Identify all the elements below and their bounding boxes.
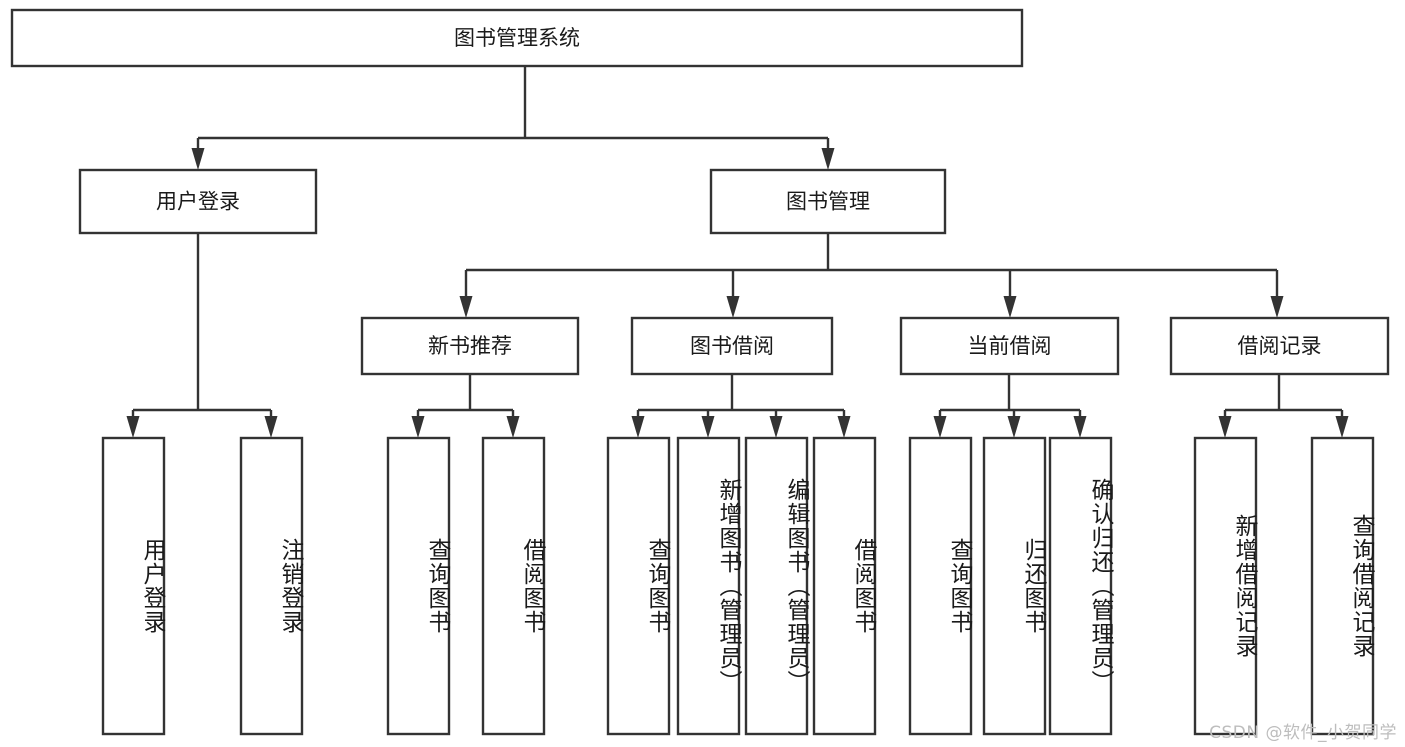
node-box-book-manage[interactable] <box>709 168 947 235</box>
connector-book-manage <box>459 233 1284 318</box>
arrow-head-icon <box>769 416 783 438</box>
arrow-head-icon <box>506 416 520 438</box>
node-box-borrow-record[interactable] <box>1169 316 1390 376</box>
node-box-leaf-user-login[interactable] <box>101 436 166 736</box>
node-box-leaf-add-book[interactable] <box>676 436 741 736</box>
watermark: CSDN @软件_小贺同学 <box>1209 723 1397 743</box>
arrow-head-icon <box>459 296 473 318</box>
node-label-user-login: 用户登录 <box>156 190 240 214</box>
node-box-root[interactable] <box>10 8 1024 68</box>
node-box-leaf-confirm-return[interactable] <box>1048 436 1113 736</box>
node-label-current-borrow: 当前借阅 <box>968 334 1052 358</box>
arrow-head-icon <box>726 296 740 318</box>
node-box-leaf-query-book-recommend[interactable] <box>386 436 451 736</box>
arrow-head-icon <box>191 148 205 170</box>
connector-user-login <box>126 233 278 438</box>
arrow-head-icon <box>701 416 715 438</box>
arrow-head-icon <box>1007 416 1021 438</box>
arrow-head-icon <box>264 416 278 438</box>
connector-root <box>191 66 835 170</box>
connector-layer <box>126 66 1349 438</box>
node-label-borrow-record: 借阅记录 <box>1238 334 1322 358</box>
arrow-head-icon <box>933 416 947 438</box>
arrow-head-icon <box>821 148 835 170</box>
arrow-head-icon <box>1335 416 1349 438</box>
connector-book-borrow <box>631 374 851 438</box>
node-label-book-manage: 图书管理 <box>786 190 870 214</box>
node-label-book-borrow: 图书借阅 <box>690 334 774 358</box>
node-box-leaf-query-book-current[interactable] <box>908 436 973 736</box>
connector-borrow-record <box>1218 374 1349 438</box>
arrow-head-icon <box>1218 416 1232 438</box>
node-box-leaf-borrow-book[interactable] <box>812 436 877 736</box>
node-box-book-borrow[interactable] <box>630 316 834 376</box>
connector-new-book-recommend <box>411 374 520 438</box>
node-box-leaf-query-book-borrow[interactable] <box>606 436 671 736</box>
node-box-leaf-query-borrow-record[interactable] <box>1310 436 1375 736</box>
arrow-head-icon <box>1003 296 1017 318</box>
arrow-head-icon <box>411 416 425 438</box>
node-box-leaf-return-book[interactable] <box>982 436 1047 736</box>
node-box-new-book-recommend[interactable] <box>360 316 580 376</box>
arrow-head-icon <box>126 416 140 438</box>
arrow-head-icon <box>1270 296 1284 318</box>
node-label-new-book-recommend: 新书推荐 <box>428 334 512 358</box>
node-box-current-borrow[interactable] <box>899 316 1120 376</box>
node-box-leaf-edit-book[interactable] <box>744 436 809 736</box>
node-box-leaf-borrow-book-recommend[interactable] <box>481 436 546 736</box>
node-box-user-login[interactable] <box>78 168 318 235</box>
arrow-head-icon <box>837 416 851 438</box>
connector-current-borrow <box>933 374 1087 438</box>
node-box-leaf-add-borrow-record[interactable] <box>1193 436 1258 736</box>
arrow-head-icon <box>1073 416 1087 438</box>
arrow-head-icon <box>631 416 645 438</box>
box-layer <box>10 8 1390 736</box>
node-label-root: 图书管理系统 <box>454 26 580 50</box>
node-box-leaf-logout[interactable] <box>239 436 304 736</box>
